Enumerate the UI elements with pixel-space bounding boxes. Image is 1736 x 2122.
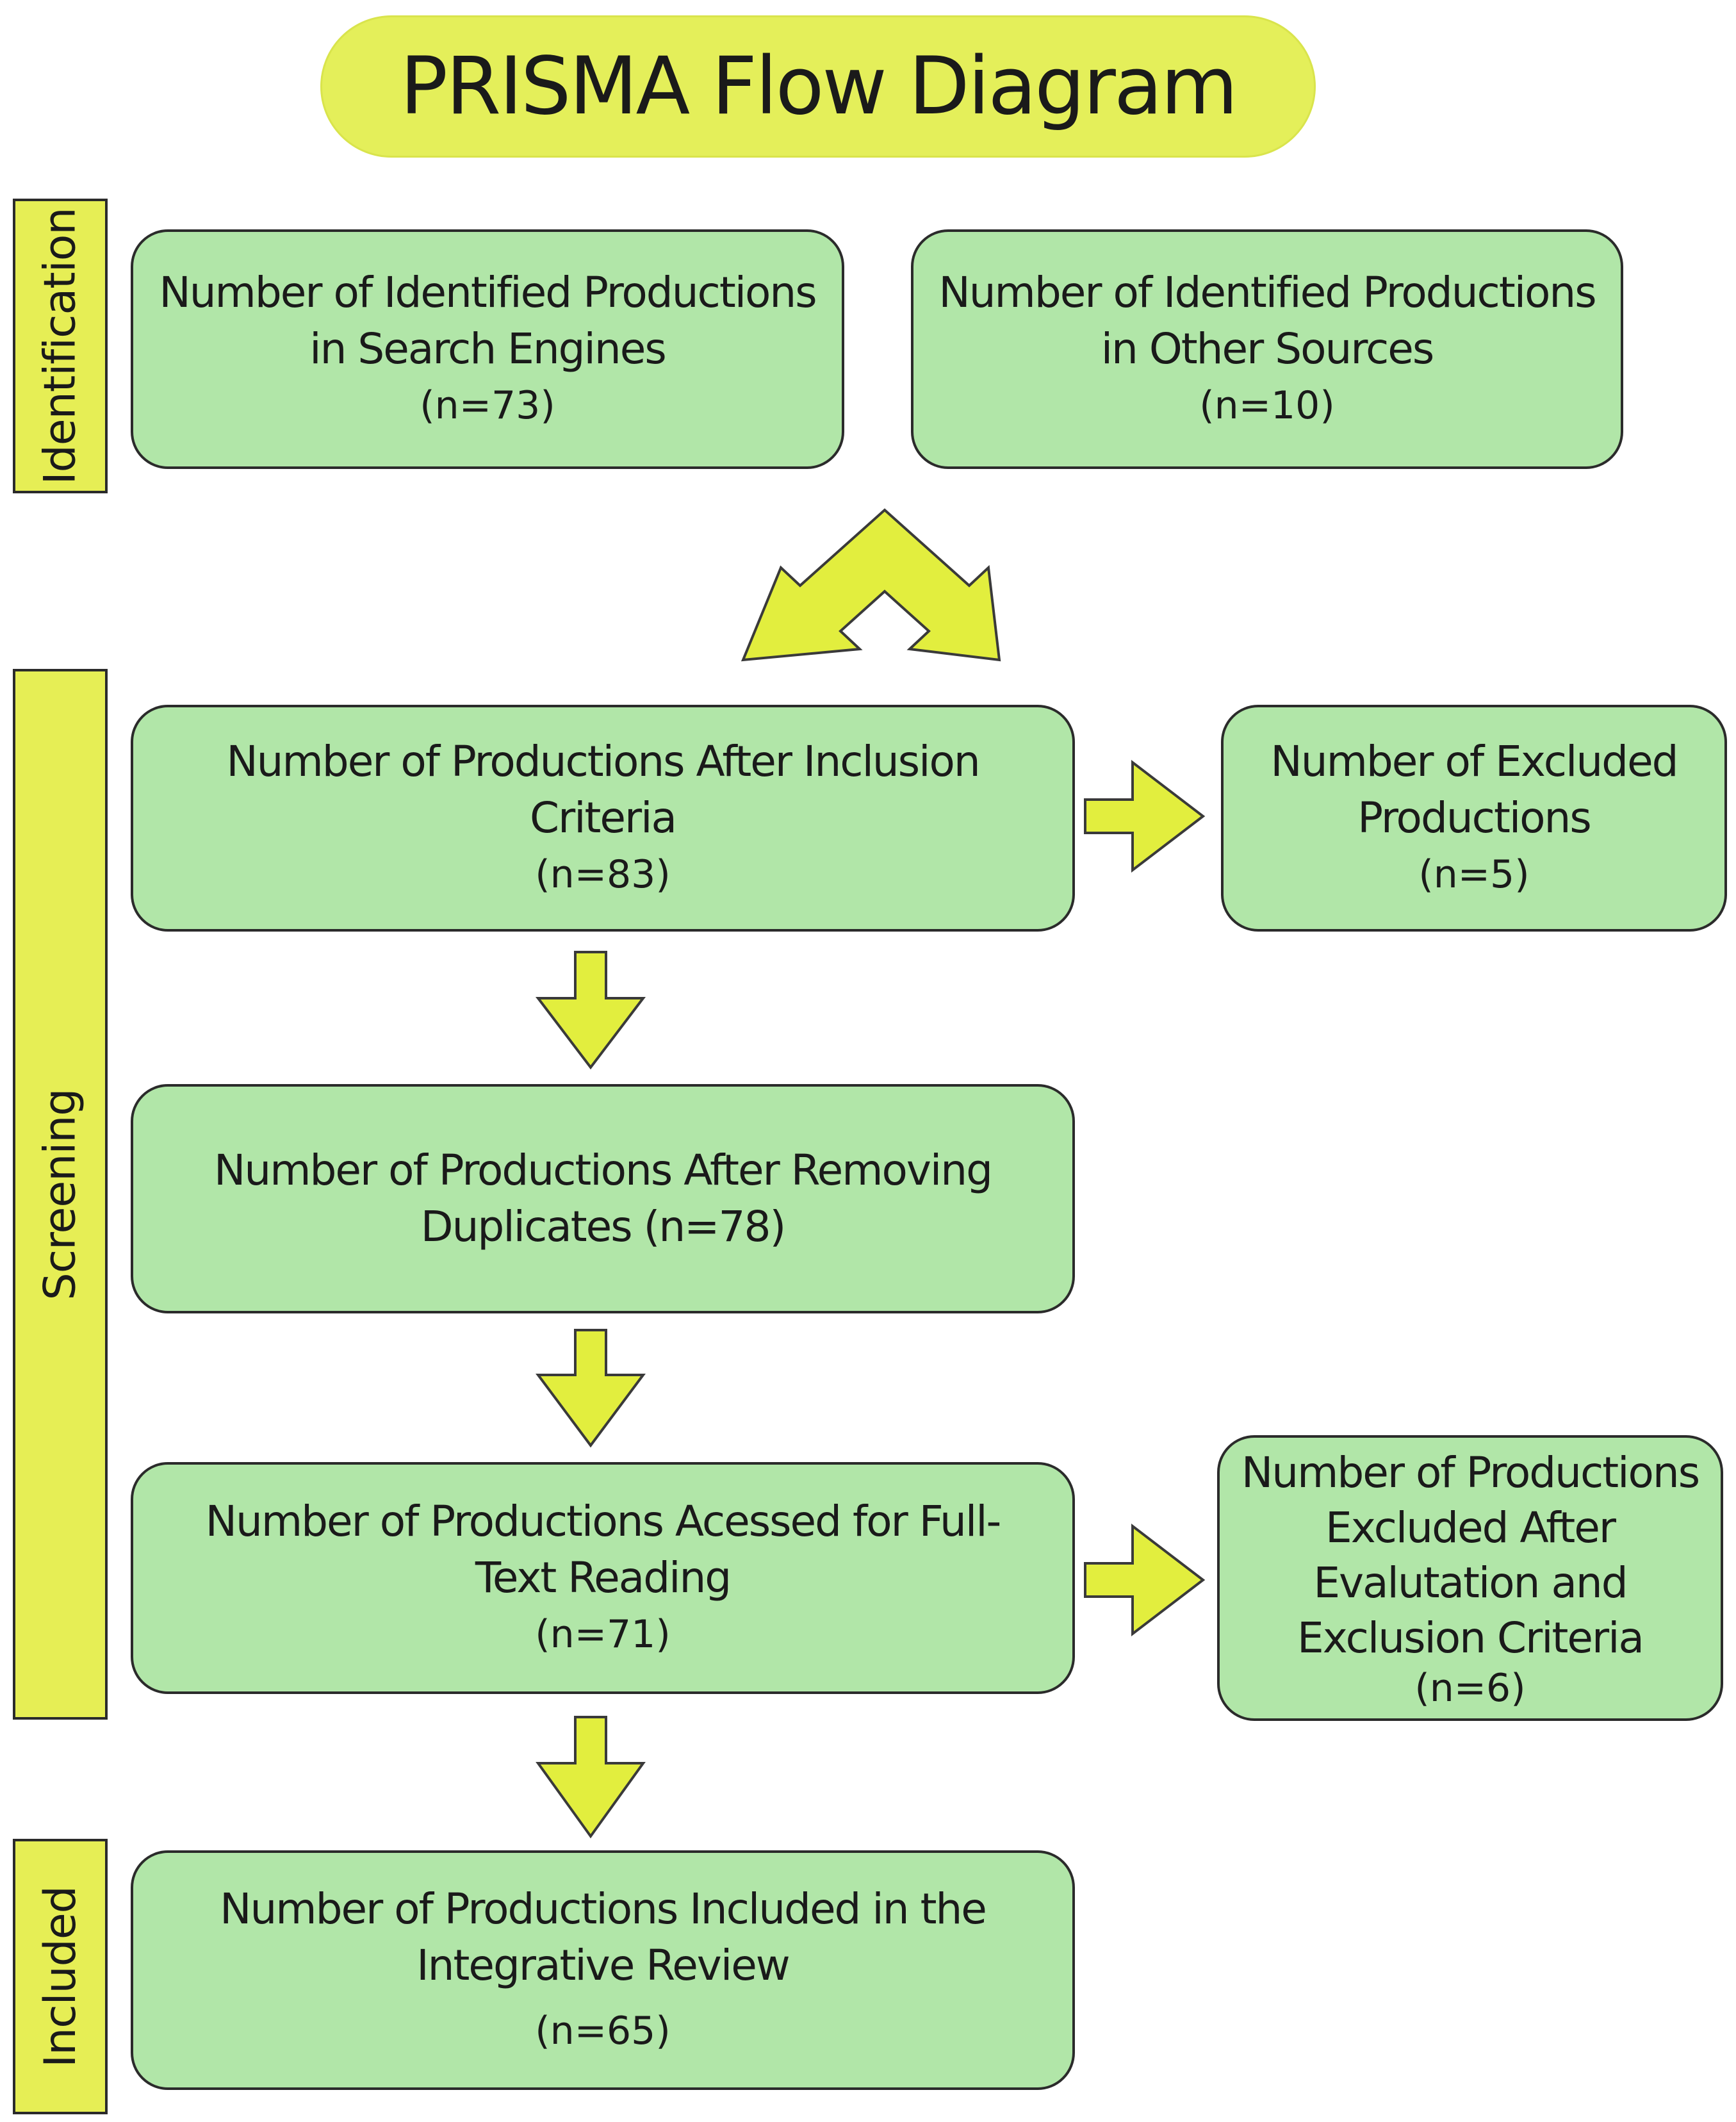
box-excluded-after-eval-count: (n=6) xyxy=(1414,1666,1526,1711)
phase-screening: Screening xyxy=(13,669,108,1720)
box-search-engines-count: (n=73) xyxy=(420,383,555,428)
right-arrow-1 xyxy=(1084,759,1206,873)
box-excluded-after-eval: Number of Productions Excluded After Eva… xyxy=(1217,1435,1723,1721)
box-after-duplicates-text: Number of Productions After Removing Dup… xyxy=(214,1146,993,1251)
down-arrow-3 xyxy=(536,1716,646,1839)
box-after-inclusion: Number of Productions After Inclusion Cr… xyxy=(131,705,1075,932)
phase-included: Included xyxy=(13,1839,108,2114)
box-search-engines-text: Number of Identified Productions in Sear… xyxy=(159,268,817,374)
down-arrow-1 xyxy=(535,951,646,1070)
box-other-sources: Number of Identified Productions in Othe… xyxy=(911,229,1623,469)
box-excluded-after-eval-text: Number of Productions Excluded After Eva… xyxy=(1241,1448,1700,1663)
box-after-inclusion-text: Number of Productions After Inclusion Cr… xyxy=(226,737,980,843)
box-after-duplicates: Number of Productions After Removing Dup… xyxy=(131,1084,1075,1313)
box-after-inclusion-count: (n=83) xyxy=(535,852,671,897)
box-excluded-count: (n=5) xyxy=(1418,852,1530,897)
box-excluded: Number of Excluded Productions (n=5) xyxy=(1221,705,1727,932)
box-included-review-count: (n=65) xyxy=(535,2009,671,2053)
diagram-title: PRISMA Flow Diagram xyxy=(400,40,1238,133)
title-banner: PRISMA Flow Diagram xyxy=(320,15,1316,158)
phase-identification: Identification xyxy=(13,199,108,493)
box-other-sources-text: Number of Identified Productions in Othe… xyxy=(938,268,1596,374)
box-other-sources-count: (n=10) xyxy=(1199,383,1335,428)
box-included-review: Number of Productions Included in the In… xyxy=(131,1850,1075,2090)
box-full-text-text: Number of Productions Acessed for Full- … xyxy=(205,1497,1002,1602)
merge-arrow xyxy=(741,508,1001,662)
box-search-engines: Number of Identified Productions in Sear… xyxy=(131,229,844,469)
box-full-text-count: (n=71) xyxy=(535,1612,671,1657)
box-full-text: Number of Productions Acessed for Full- … xyxy=(131,1462,1075,1694)
box-included-review-text: Number of Productions Included in the In… xyxy=(220,1884,987,1990)
box-excluded-text: Number of Excluded Productions xyxy=(1270,737,1678,843)
right-arrow-2 xyxy=(1084,1523,1206,1637)
down-arrow-2 xyxy=(536,1329,646,1448)
